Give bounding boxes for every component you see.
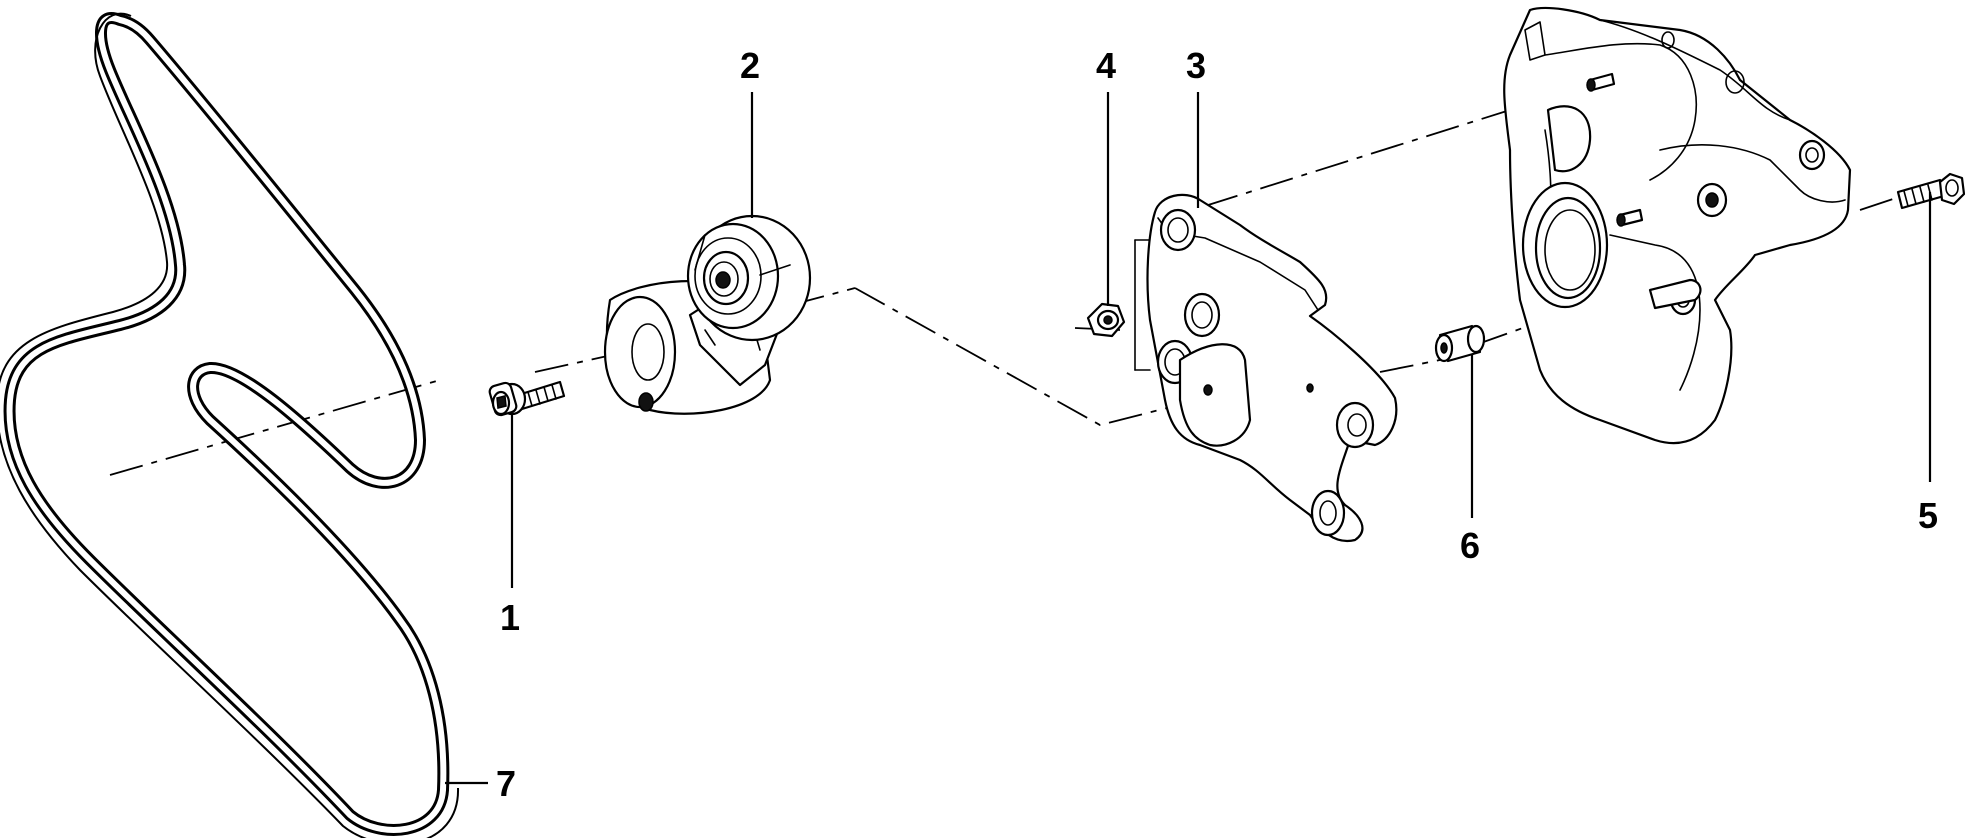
callout-5: 5	[1918, 495, 1938, 536]
callout-6: 6	[1460, 525, 1480, 566]
tensioner-bolt	[488, 380, 566, 417]
spacer	[1434, 324, 1486, 363]
leader-lines	[445, 92, 1932, 785]
callout-4: 4	[1096, 45, 1116, 86]
serpentine-belt	[0, 12, 460, 838]
housing-studs	[1586, 72, 1644, 227]
callout-1: 1	[500, 597, 520, 638]
housing-stud-bolt	[1896, 172, 1965, 210]
callout-2: 2	[740, 45, 760, 86]
bracket-nut	[1086, 239, 1151, 371]
engine-front-cover	[1503, 6, 1852, 445]
callout-7: 7	[496, 763, 516, 804]
callout-labels: 1 2 3 4 5 6 7	[496, 45, 1938, 804]
belt-tensioner	[603, 214, 812, 415]
callout-3: 3	[1186, 45, 1206, 86]
tensioner-bracket	[1146, 193, 1398, 543]
